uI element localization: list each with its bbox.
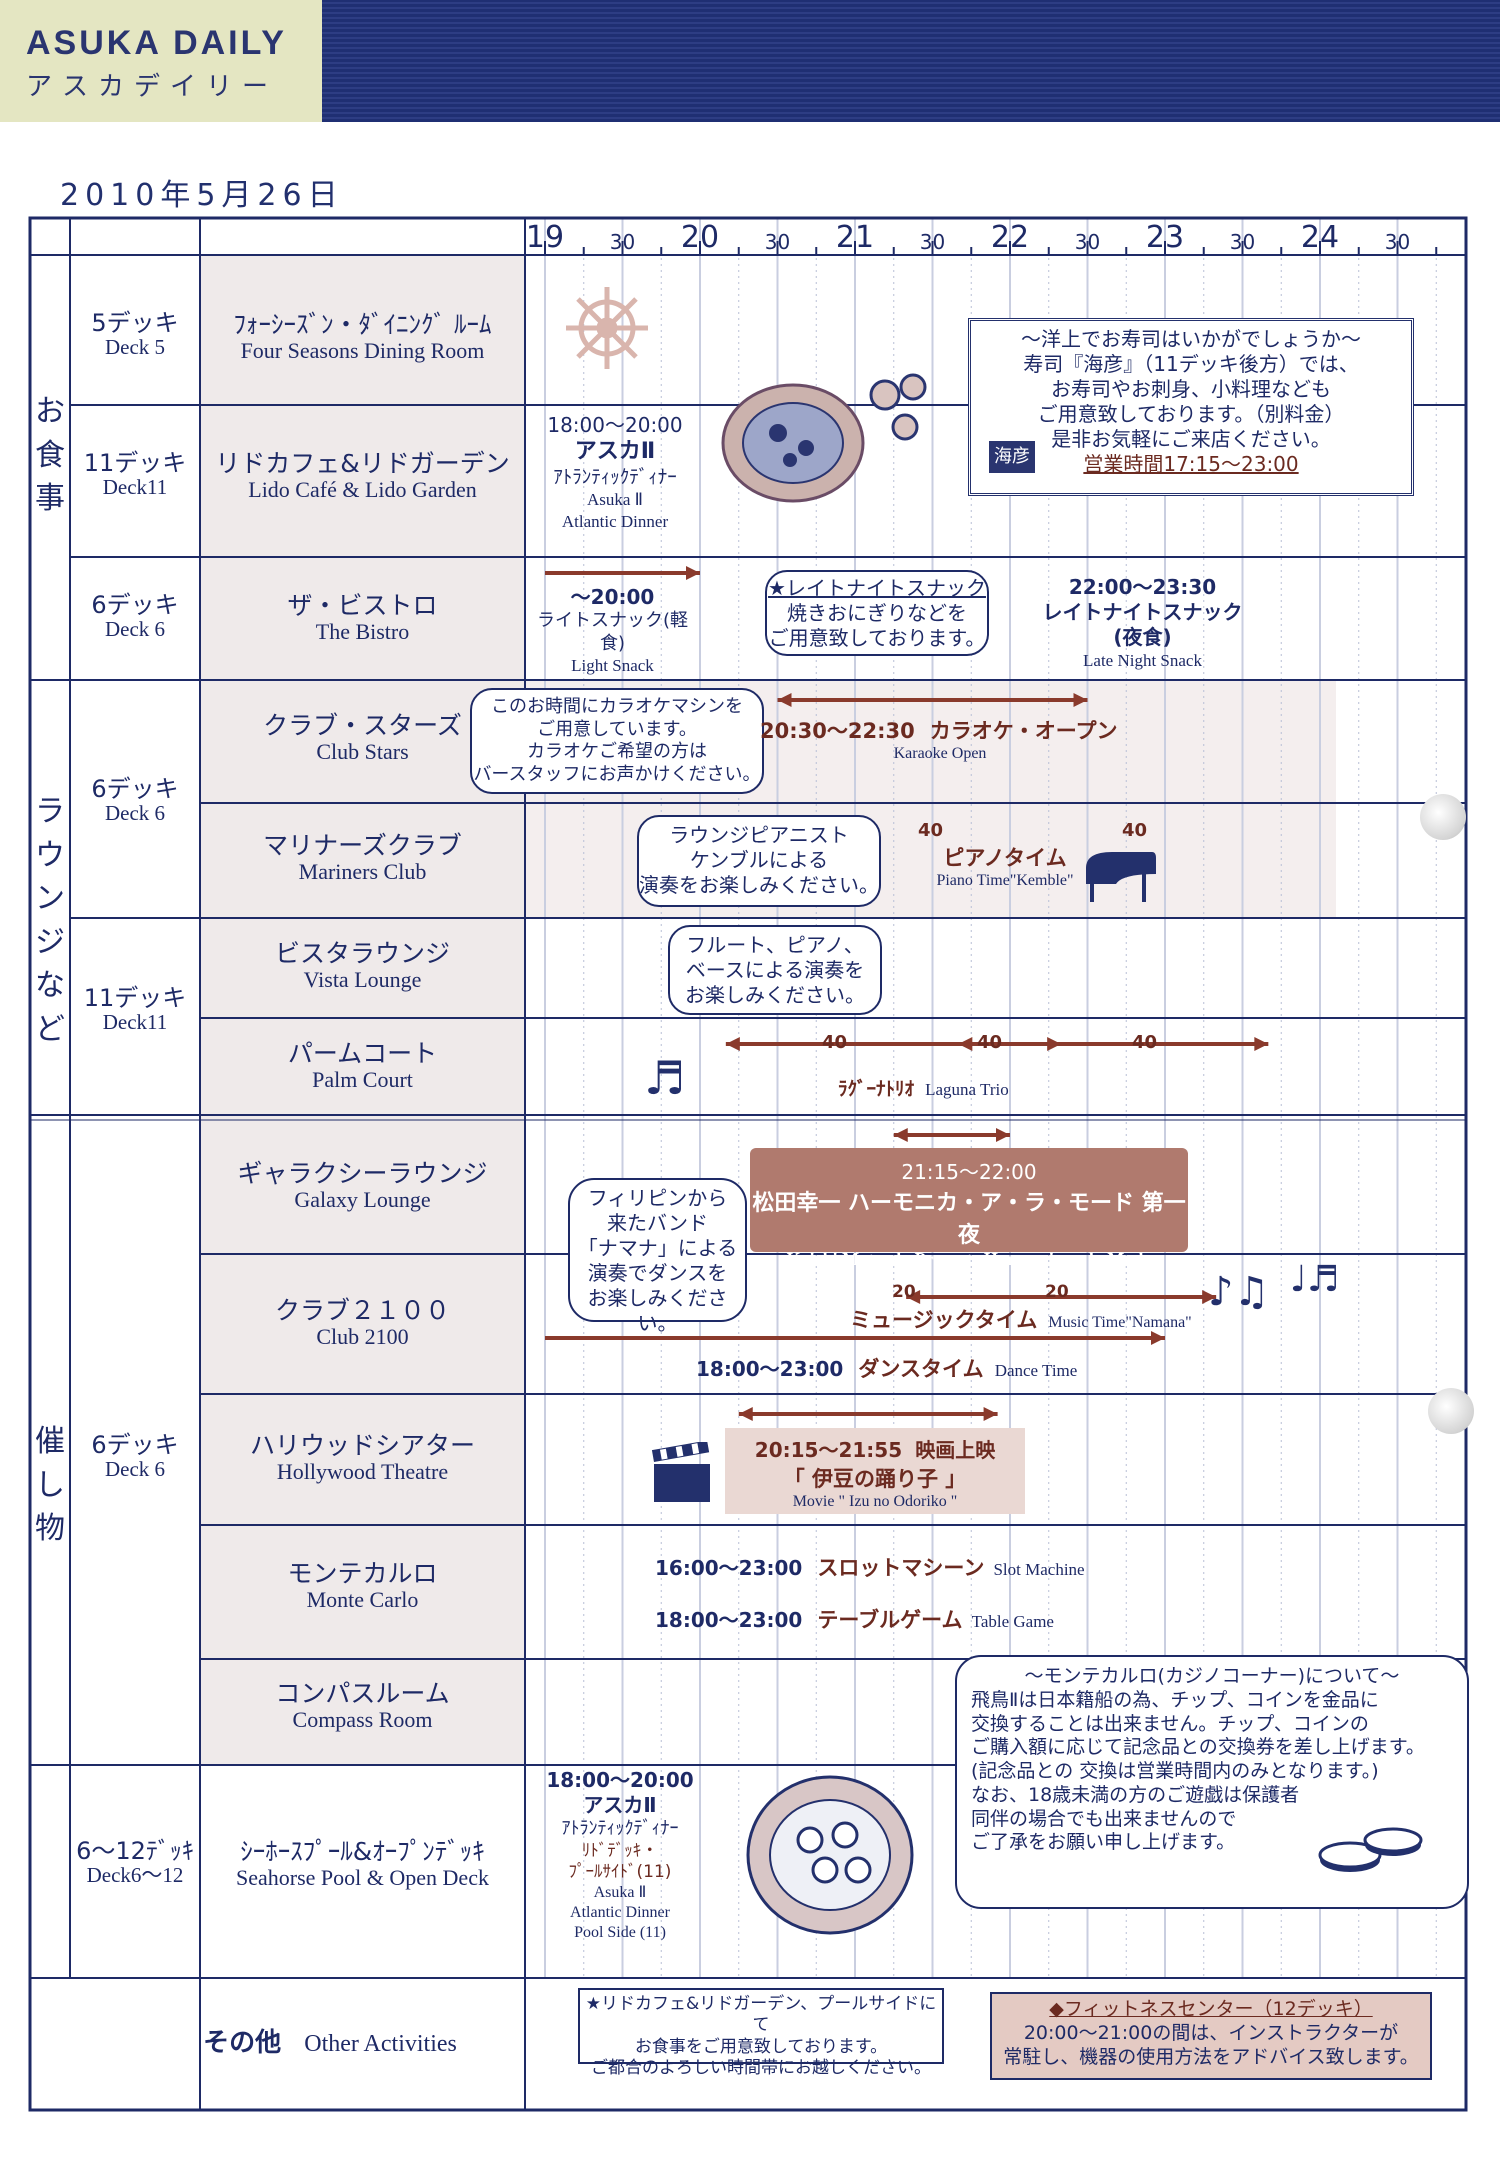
trio-arrow-head [1047, 1037, 1062, 1051]
music-notes-icon: ♩♬ [1290, 1259, 1340, 1300]
trio-mark-2: 40 [977, 1032, 1003, 1053]
sushi-shop-sign: 海彦 [989, 441, 1035, 473]
casino-note-bubble: ～モンテカルロ(カジノコーナー)について～ 飛鳥Ⅱは日本籍船の為、チップ、コイン… [955, 1655, 1469, 1909]
masthead-title-jp: アスカデイリー [26, 72, 279, 102]
half-hour-label: 30 [1384, 230, 1411, 254]
music-mark-1: 20 [892, 1282, 916, 1302]
late-night-note-bubble: ★レイトナイトスナック 焼きおにぎりなどを ご用意致しております。 [765, 570, 989, 656]
casino-chips-illustration [1318, 1827, 1423, 1872]
trio-mark-1: 40 [822, 1032, 848, 1053]
hour-label: 22 [990, 220, 1030, 255]
piano-note-bubble: ラウンジピアニスト ケンブルによる 演奏をお楽しみください。 [637, 815, 881, 907]
section-dining: お食事 [35, 394, 65, 516]
harmonica-arrow-tail [893, 1128, 908, 1142]
grid-border [28, 216, 1468, 2112]
section-events: 催し物 [35, 1424, 65, 1546]
table-game-event: 18:00～23:00 テーブルゲーム Table Game [655, 1608, 1054, 1632]
dance-time-arrow-head [1151, 1331, 1165, 1345]
piano-mark-1: 40 [918, 820, 944, 841]
dance-time-event: 18:00～23:00 ダンスタイム Dance Time [696, 1357, 1078, 1381]
movie-arrow-tail [738, 1407, 753, 1421]
binder-hole [1428, 1388, 1474, 1434]
piano-mark-2: 40 [1122, 820, 1148, 841]
trio-arrow-tail [725, 1037, 740, 1051]
music-time-event: ミュージックタイム Music Time"Namana" [850, 1308, 1192, 1332]
music-arrow-head [1202, 1290, 1217, 1304]
other-meal-note: ★リドカフェ&リドガーデン、プールサイドにて お食事をご用意致しております。 ご… [578, 1988, 944, 2078]
seafood-platter-illustration [746, 1775, 914, 1935]
binder-hole [1420, 794, 1466, 840]
half-hour-label: 30 [764, 230, 791, 254]
trio-mark-3: 40 [1132, 1032, 1158, 1053]
music-mark-2: 20 [1045, 1282, 1069, 1302]
masthead-title: ASUKA DAILY [26, 24, 287, 62]
hour-label: 24 [1300, 220, 1340, 255]
section-lounges: ラウンジなど [35, 794, 65, 1047]
ship-wheel-icon [566, 287, 648, 369]
hour-label: 23 [1145, 220, 1185, 255]
hour-label: 19 [525, 220, 565, 255]
hour-label: 20 [680, 220, 720, 255]
late-night-snack-event: 22:00～23:30 レイトナイトスナック(夜食) Late Night Sn… [1042, 575, 1243, 670]
venue-column-shading [200, 255, 525, 1765]
sushi-info-box: ～洋上でお寿司はいかがでしょうか～ 寿司『海彦』（11デッキ後方）では、 お寿司… [968, 318, 1414, 496]
half-hour-label: 30 [919, 230, 946, 254]
lido-dinner-event: 18:00～20:00 アスカⅡ ｱﾄﾗﾝﾃｨｯｸﾃﾞｨﾅｰ Asuka Ⅱ A… [547, 413, 683, 531]
music-notes-icon: ♪♫ [1208, 1269, 1270, 1315]
half-hour-label: 30 [1229, 230, 1256, 254]
masthead: ASUKA DAILY アスカデイリー [0, 0, 1500, 122]
laguna-trio-event: ﾗｸﾞｰﾅﾄﾘｵ Laguna Trio [838, 1078, 1009, 1100]
slot-machine-event: 16:00～23:00 スロットマシーン Slot Machine [655, 1556, 1085, 1580]
shrimp-illustration [869, 373, 927, 441]
movie-arrow-head [983, 1407, 998, 1421]
clapperboard-icon [651, 1442, 710, 1502]
pool-dinner-event: 18:00～20:00 アスカⅡ ｱﾄﾗﾝﾃｨｯｸﾃﾞｨﾅｰ ﾘﾄﾞﾃﾞｯｷ・ … [546, 1768, 694, 1941]
grand-piano-icon [1086, 852, 1156, 902]
band-note-bubble: フィリピンから 来たバンド 「ナマナ」による 演奏でダンスを お楽しみください。 [568, 1178, 747, 1335]
karaoke-arrow-head [1073, 693, 1088, 707]
karaoke-note-bubble: このお時間にカラオケマシンを ご用意しています。 カラオケご希望の方は バースタ… [470, 688, 764, 794]
light-snack-arrow-head [686, 566, 700, 580]
masthead-band [322, 0, 1500, 122]
karaoke-event: 20:30～22:30 カラオケ・オープン Karaoke Open [760, 719, 1118, 762]
light-snack-event: ～20:00 ライトスナック(軽食) Light Snack [536, 585, 689, 675]
half-hour-label: 30 [609, 230, 636, 254]
trio-arrow-seg-head [1254, 1037, 1269, 1051]
half-hour-label: 30 [1074, 230, 1101, 254]
harmonica-event-panel: 21:15～22:00 松田幸一 ハーモニカ・ア・ラ・モード 第一夜 Koich… [750, 1148, 1188, 1269]
trio-note-bubble: フルート、ピアノ、 ベースによる演奏を お楽しみください。 [668, 925, 882, 1015]
venue-other: その他 Other Activities [203, 2028, 457, 2058]
music-notes-icon: ♬ [644, 1051, 686, 1105]
movie-event-panel: 20:15～21:55 映画上映 「 伊豆の踊り子 」 Movie " Izu … [725, 1428, 1025, 1514]
page-date: 2010年5月26日 [60, 178, 344, 213]
music-arrow-tail [906, 1290, 921, 1304]
brand-block: ASUKA DAILY アスカデイリー [0, 0, 322, 122]
fitness-center-note: ◆フィットネスセンター（12デッキ） 20:00～21:00の間は、インストラク… [990, 1992, 1432, 2080]
food-plate-illustration [721, 383, 865, 503]
hour-label: 21 [835, 220, 875, 255]
piano-time-event: ピアノタイム Piano Time"Kemble" [936, 846, 1074, 889]
karaoke-arrow-tail [777, 693, 792, 707]
harmonica-arrow-head [996, 1128, 1010, 1142]
